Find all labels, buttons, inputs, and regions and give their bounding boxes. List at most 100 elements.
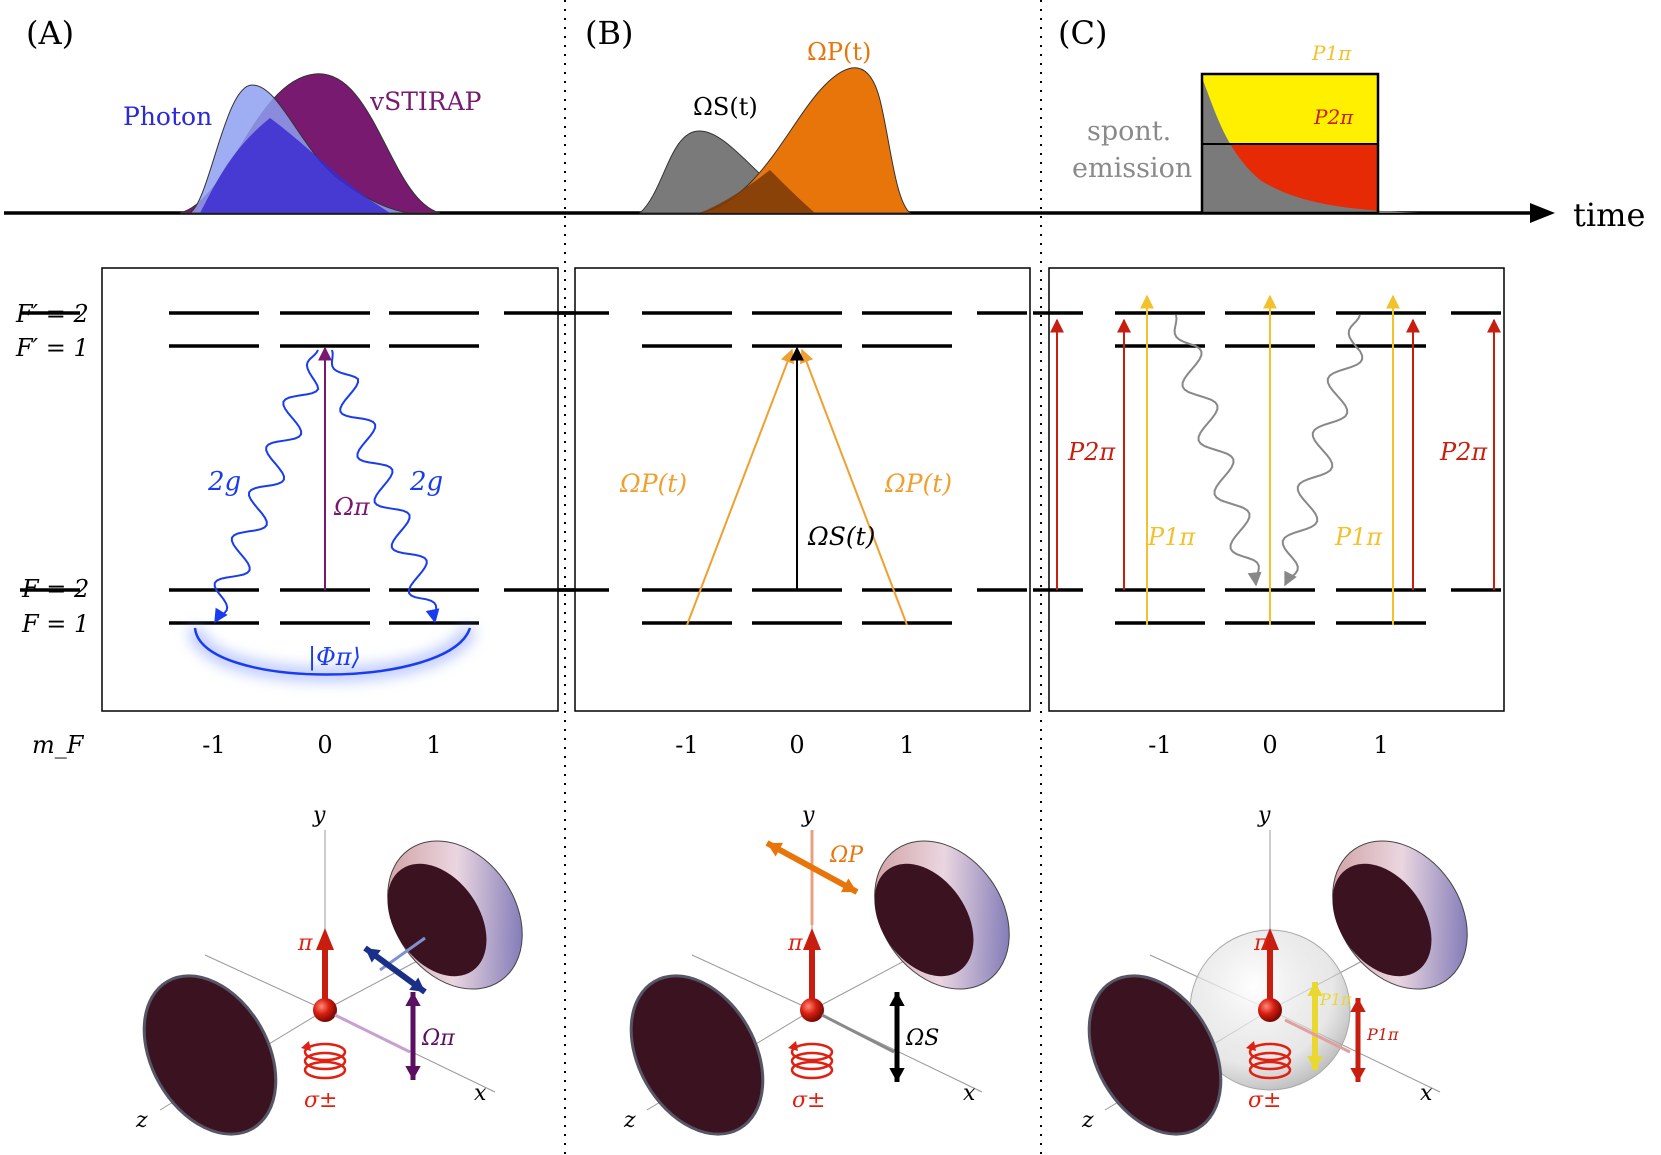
coupling-left-label: 2g [207, 467, 241, 497]
p2-pulse-label: P2π [1313, 105, 1354, 129]
pump-pulse [699, 67, 912, 214]
mf-ticks: -1 0 1 -1 0 1 -1 0 1 [202, 731, 1388, 759]
stokes-polarization-arrow-head [889, 1068, 905, 1082]
photon-polarization-arrow-head [409, 977, 425, 992]
stokes-pulse-label: ΩS(t) [693, 93, 758, 121]
photon-polarization-arrow-head [365, 948, 381, 963]
photon-label: Photon [123, 102, 212, 131]
sigma-spiral-loop [303, 1051, 347, 1071]
axis-x-a: x [474, 1081, 487, 1106]
pi-arrow-head [316, 928, 334, 950]
pump-polarization-arrow [765, 840, 859, 895]
drive-polarization-arrow-head [405, 1066, 421, 1080]
stokes-3d-label: ΩS [905, 1026, 939, 1051]
vstirap-label: vSTIRAP [369, 87, 482, 116]
p2-right-label: P2π [1439, 438, 1488, 466]
cavity-mirror-left [1087, 974, 1223, 1136]
mf-tick-b-0: 0 [789, 731, 804, 759]
axis-y-c: y [1257, 803, 1271, 828]
pump-right-arrow [799, 348, 908, 626]
cavity-mirror-left [142, 974, 278, 1136]
levels-box-c [1048, 267, 1505, 712]
sigma-label-a: σ± [304, 1088, 337, 1113]
pi-label-c: π [1253, 931, 1269, 956]
cavity-axis-back [204, 954, 326, 1011]
axis-x-c: x [1420, 1081, 1433, 1106]
sigma-label-b: σ± [792, 1088, 825, 1113]
panel-c-label: (C) [1058, 14, 1107, 52]
pump-left-label: ΩP(t) [619, 469, 687, 498]
spont-emission-fill [1202, 78, 1420, 213]
pulses-b: ΩS(t) ΩP(t) [638, 38, 912, 214]
cavity-axis-back [691, 954, 813, 1011]
pi-label-b: π [787, 931, 803, 956]
spont-label-1: spont. [1087, 116, 1171, 147]
pi-arrow-head [803, 928, 821, 950]
mf-tick-c-m1: -1 [1148, 731, 1171, 759]
sigma-arrow-head [1246, 1041, 1256, 1051]
axis-y-b: y [801, 803, 815, 828]
coupling-wiggle-left [213, 349, 320, 624]
spont-wiggle-right [1281, 314, 1364, 587]
pi-arrow-head [1261, 928, 1279, 950]
pump-polarization-arrow-head [767, 842, 783, 857]
atom [1258, 998, 1282, 1022]
p1b-beam-line [1284, 1018, 1351, 1054]
beam-label-a: Ωπ [421, 1026, 455, 1051]
sigma-spiral-loop [303, 1060, 347, 1080]
p1-polarization-arrow-head [1307, 1056, 1323, 1070]
sigma-spiral-loop [1248, 1051, 1292, 1071]
p1-left-label: P1π [1147, 523, 1196, 551]
geometry-b [629, 830, 1010, 1136]
pump-polarization-arrow-head [841, 878, 857, 893]
levels-box-a [101, 267, 559, 712]
pump-right-label: ΩP(t) [884, 469, 952, 498]
sigma-arrow-head [788, 1041, 798, 1051]
p2-left-label: P2π [1067, 438, 1116, 466]
coupling-wiggle-right [330, 349, 440, 624]
sigma-arrow-head [301, 1041, 311, 1051]
geometry-labels: y x z π σ± Ωπ y x z π σ± ΩP ΩS y x z π σ… [135, 803, 1433, 1133]
p1-pulse-label: P1π [1311, 41, 1352, 65]
atom [313, 998, 337, 1022]
mf-tick-a-p1: 1 [426, 731, 441, 759]
pump-3d-label: ΩP [829, 843, 864, 868]
cavity-mirror-left [629, 974, 765, 1136]
axis-z-a: z [135, 1108, 148, 1133]
p1-fill [1202, 74, 1378, 144]
coupling-right-label: 2g [409, 467, 443, 497]
panel-b-label: (B) [585, 14, 633, 52]
p1-3d-label-a: P1π [1319, 990, 1352, 1009]
pump-stokes-overlap [700, 170, 815, 213]
cavity-mirror-right-face [1332, 863, 1432, 977]
photon-vstirap-overlap [200, 118, 390, 213]
pulses-c: spont. emission P1π P2π [1072, 41, 1420, 215]
mf-tick-c-p1: 1 [1373, 731, 1388, 759]
geometry-c [1087, 830, 1468, 1136]
sigma-label-c: σ± [1248, 1088, 1281, 1113]
energy-levels [20, 311, 1501, 625]
p1b-polarization-arrow-head [1350, 998, 1366, 1012]
levels-box-b [574, 267, 1031, 712]
axis-z-b: z [623, 1108, 636, 1133]
axis-x-b: x [963, 1081, 976, 1106]
mf-tick-a-m1: -1 [202, 731, 225, 759]
sigma-spiral-loop [790, 1042, 834, 1062]
spont-label-2: emission [1072, 153, 1192, 184]
mf-tick-c-0: 0 [1262, 731, 1277, 759]
drive-label: Ωπ [333, 493, 371, 521]
p1-3d-label-b: P1π [1366, 1025, 1399, 1044]
geometry-a [142, 830, 523, 1136]
pi-label-a: π [297, 931, 313, 956]
mf-tick-b-p1: 1 [899, 731, 914, 759]
mf-label: m_F [32, 731, 85, 759]
pump-pulse-label: ΩP(t) [807, 38, 871, 66]
sigma-spiral-loop [790, 1051, 834, 1071]
stokes-label: ΩS(t) [807, 522, 875, 551]
level-label-Fp1: F′ = 1 [15, 334, 89, 362]
dark-state-arc [193, 627, 472, 676]
dark-state-label: |Φπ⟩ [308, 643, 361, 672]
beam-line [334, 1013, 411, 1054]
pulses-a: Photon vSTIRAP [123, 73, 482, 214]
